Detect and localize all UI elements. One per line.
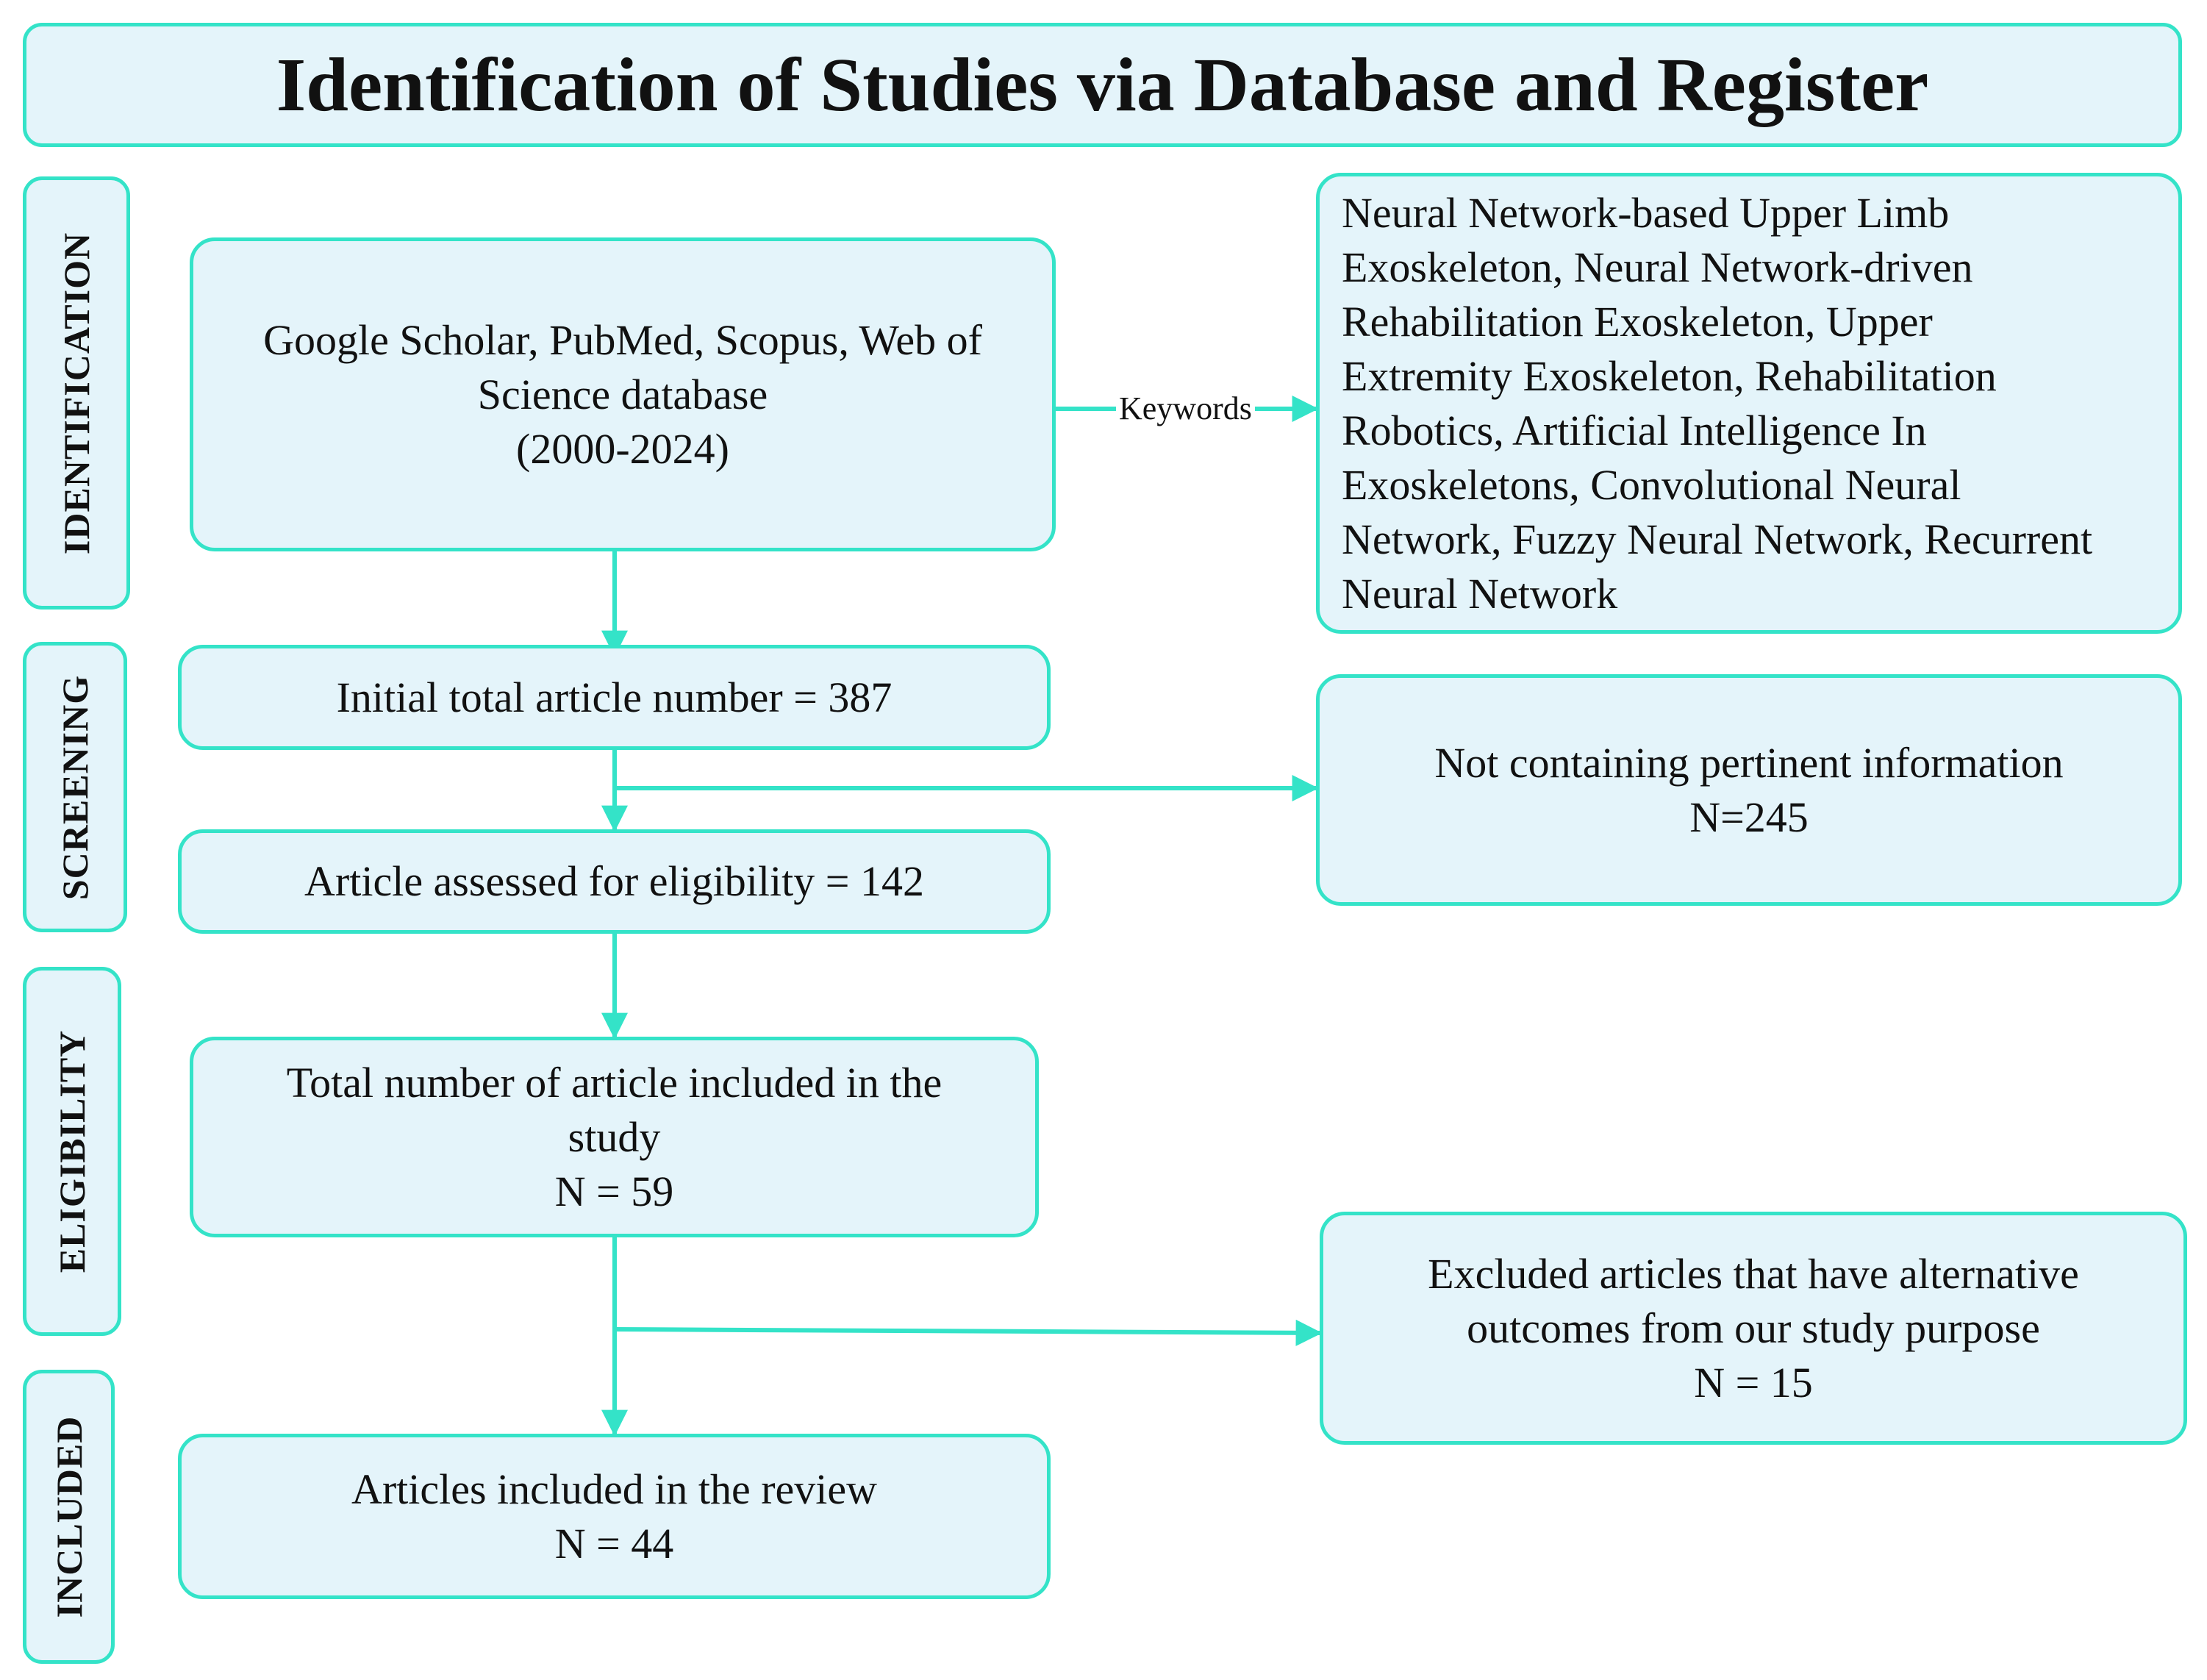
keywords-line-2: Exoskeleton, Neural Network-driven — [1342, 243, 1973, 291]
box-included-review-line-1: Articles included in the review — [351, 1465, 878, 1513]
box-included-study-line-2: study — [568, 1112, 661, 1161]
keywords-line-1: Neural Network-based Upper Limb — [1342, 188, 1950, 237]
keywords-line-6: Exoskeletons, Convolutional Neural — [1342, 460, 1961, 509]
box-excluded-alt-line-3: N = 15 — [1694, 1358, 1813, 1406]
stage-identification: IDENTIFICATION — [23, 176, 130, 610]
keywords-connector-label: Keywords — [1116, 390, 1255, 428]
diagram-title-text: Identification of Studies via Database a… — [276, 42, 1929, 127]
box-databases-line-2: Science database — [477, 370, 768, 418]
box-included-study: Total number of article included in the … — [190, 1037, 1039, 1237]
box-included-review: Articles included in the review N = 44 — [178, 1434, 1051, 1599]
box-excluded-alt: Excluded articles that have alternative … — [1320, 1212, 2187, 1445]
box-databases-line-1: Google Scholar, PubMed, Scopus, Web of — [263, 315, 982, 364]
box-assessed-text: Article assessed for eligibility = 142 — [304, 857, 924, 905]
box-included-study-line-3: N = 59 — [554, 1167, 674, 1215]
box-included-study-line-1: Total number of article included in the — [286, 1058, 942, 1107]
box-excluded-alt-line-1: Excluded articles that have alternative — [1428, 1249, 2079, 1298]
stage-screening: SCREENING — [23, 642, 127, 932]
box-initial-total: Initial total article number = 387 — [178, 645, 1051, 750]
box-not-pertinent-line-2: N=245 — [1689, 793, 1809, 841]
box-included-review-line-2: N = 44 — [554, 1519, 674, 1568]
box-keywords: Neural Network-based Upper Limb Exoskele… — [1316, 173, 2182, 634]
keywords-line-8: Neural Network — [1342, 569, 1618, 618]
box-excluded-alt-line-2: outcomes from our study purpose — [1467, 1304, 2040, 1352]
diagram-title: Identification of Studies via Database a… — [23, 23, 2182, 147]
keywords-line-7: Network, Fuzzy Neural Network, Recurrent — [1342, 515, 2093, 563]
keywords-line-3: Rehabilitation Exoskeleton, Upper — [1342, 297, 1933, 346]
stage-included: INCLUDED — [23, 1370, 115, 1664]
stage-eligibility: ELIGIBILITY — [23, 967, 121, 1336]
keywords-line-5: Robotics, Artificial Intelligence In — [1342, 406, 1927, 454]
box-databases-line-3: (2000-2024) — [516, 424, 729, 473]
box-not-pertinent: Not containing pertinent information N=2… — [1316, 674, 2182, 906]
keywords-line-4: Extremity Exoskeleton, Rehabilitation — [1342, 351, 1997, 400]
arrow-to-excluded-alt — [614, 1319, 1323, 1346]
box-initial-total-text: Initial total article number = 387 — [336, 673, 893, 721]
box-databases: Google Scholar, PubMed, Scopus, Web of S… — [190, 237, 1056, 551]
box-not-pertinent-line-1: Not containing pertinent information — [1434, 738, 2064, 787]
box-assessed: Article assessed for eligibility = 142 — [178, 829, 1051, 934]
